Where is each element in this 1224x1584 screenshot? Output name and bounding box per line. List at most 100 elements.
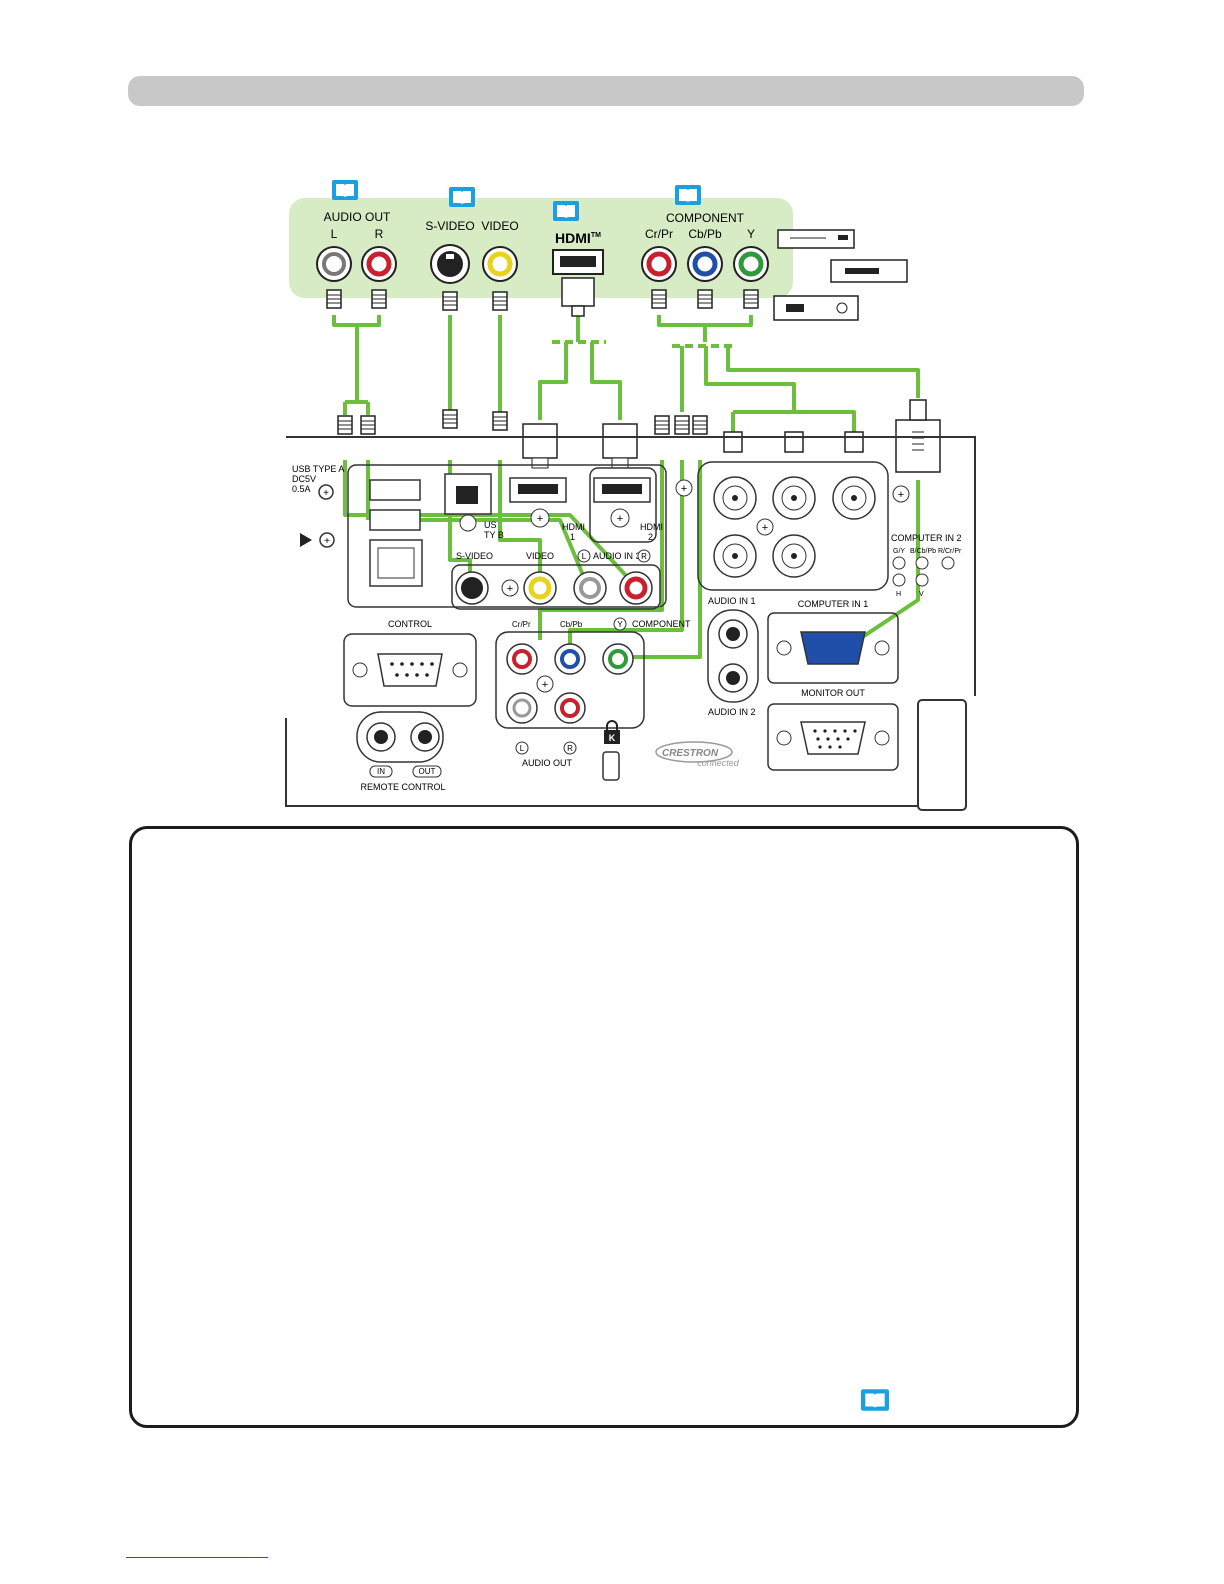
book-icon: [332, 180, 358, 200]
svg-text:+: +: [324, 536, 330, 547]
component-group: [495, 631, 645, 729]
recorder-icon: [773, 295, 859, 321]
panel-video-label: VIDEO: [526, 551, 554, 561]
svg-text:R/Cr/Pr: R/Cr/Pr: [938, 548, 962, 555]
control-port: [343, 633, 477, 707]
panel-svideo-jack: [455, 571, 489, 605]
svg-text:+: +: [617, 513, 623, 525]
projector-panel-outline: [285, 436, 976, 807]
svg-text:+: +: [542, 679, 548, 691]
svg-text:R: R: [567, 744, 573, 753]
usb-a-label: USB TYPE A: [292, 464, 344, 474]
svg-text:DC5V: DC5V: [292, 474, 316, 484]
dvd-player-icon: [777, 229, 855, 249]
panel-audio-in3-l-jack: [573, 571, 607, 605]
svg-text:V: V: [919, 591, 924, 598]
svg-text:1: 1: [570, 532, 575, 542]
io-group-left: [347, 464, 667, 608]
svg-text:G/Y: G/Y: [893, 548, 905, 555]
bnc-jack: [772, 534, 816, 578]
hdmi-label: HDMITM: [555, 230, 601, 246]
hdmi-jack: [552, 249, 604, 275]
bnc-jack: [772, 476, 816, 520]
computer-in1-label: COMPUTER IN 1: [798, 599, 869, 609]
control-label: CONTROL: [388, 619, 432, 629]
cable-group: [332, 315, 920, 660]
panel-svideo-label: S-VIDEO: [456, 551, 493, 561]
svg-text:HDMI: HDMI: [562, 522, 585, 532]
panel-cr-jack: [506, 643, 538, 675]
svg-text:0.5A: 0.5A: [292, 484, 311, 494]
svg-text:Cr/Pr: Cr/Pr: [512, 620, 531, 629]
remote-control-label: REMOTE CONTROL: [360, 782, 445, 792]
bnc-group: [697, 461, 889, 591]
bnc-jack: [832, 476, 876, 520]
audio-out-r-label: R: [375, 227, 384, 241]
svideo-label: S-VIDEO: [425, 219, 474, 233]
notes-box: [129, 826, 1079, 1428]
book-icon: [553, 201, 579, 221]
svg-text:+: +: [323, 488, 329, 499]
svg-text:US: US: [484, 520, 497, 530]
book-icon: [675, 185, 701, 205]
svg-text:+: +: [762, 522, 768, 534]
svg-text:OUT: OUT: [419, 767, 436, 776]
audio-out-l-jack: [316, 246, 352, 282]
video-label: VIDEO: [481, 219, 518, 233]
monitor-out-label: MONITOR OUT: [801, 688, 865, 698]
component-cb-label: Cb/Pb: [688, 227, 722, 241]
component-y-label: Y: [747, 227, 755, 241]
audio-in2-jack: [718, 663, 748, 693]
svg-text:L: L: [520, 744, 525, 753]
bnc-jack: [713, 476, 757, 520]
panel-audio-out-label: AUDIO OUT: [522, 758, 573, 768]
svg-text:connected: connected: [697, 758, 740, 768]
monitor-out-port: [767, 703, 899, 771]
svg-text:R: R: [641, 552, 647, 561]
svg-text:+: +: [681, 483, 687, 495]
section-header-bar: [128, 76, 1084, 106]
svg-text:IN: IN: [377, 767, 385, 776]
audio-in1-jack: [718, 619, 748, 649]
computer-in1-port: [767, 612, 899, 684]
audio-out-label: AUDIO OUT: [324, 210, 391, 224]
svg-text:Y: Y: [617, 620, 623, 629]
svg-text:H: H: [896, 591, 901, 598]
audio-in2-label: AUDIO IN 2: [708, 707, 756, 717]
svg-text:2: 2: [648, 532, 653, 542]
svg-text:USB TYPE A: USB TYPE A: [292, 464, 344, 474]
component-y-jack: [733, 246, 769, 282]
panel-y-jack: [602, 643, 634, 675]
bnc-plug: [723, 431, 864, 453]
panel-video-jack: [523, 571, 557, 605]
book-icon: [449, 187, 475, 207]
svg-text:B/Cb/Pb: B/Cb/Pb: [910, 548, 936, 555]
component-cb-jack: [687, 246, 723, 282]
remote-out-jack: [410, 722, 440, 752]
audio-in1-label: AUDIO IN 1: [708, 596, 756, 606]
arrow-marker-icon: [300, 533, 312, 547]
crestron-logo: CRESTRON connected: [655, 741, 740, 768]
book-icon: [861, 1389, 889, 1411]
audio-out-l-label: L: [331, 227, 338, 241]
computer-in2-label: COMPUTER IN 2: [891, 533, 962, 543]
panel-audio-in3-r-jack: [619, 571, 653, 605]
audio-in3-label: AUDIO IN 3: [593, 551, 641, 561]
svg-text:K: K: [609, 733, 616, 743]
hdmi-plug: [522, 423, 558, 469]
svg-text:TY B: TY B: [484, 530, 504, 540]
vcr-icon: [830, 259, 908, 283]
svg-text:+: +: [507, 583, 513, 595]
security-slot: [602, 751, 620, 781]
video-jack: [482, 246, 518, 282]
svideo-jack: [430, 244, 470, 284]
usb-a-port: [369, 509, 421, 531]
panel-cb-jack: [554, 643, 586, 675]
remote-in-jack: [366, 722, 396, 752]
lock-icon: K: [604, 720, 620, 744]
usb-a-port: [369, 479, 421, 501]
svg-text:L: L: [582, 552, 587, 561]
component-label: COMPONENT: [666, 211, 745, 225]
audio-out-r-jack: [361, 246, 397, 282]
svg-text:+: +: [898, 489, 904, 501]
